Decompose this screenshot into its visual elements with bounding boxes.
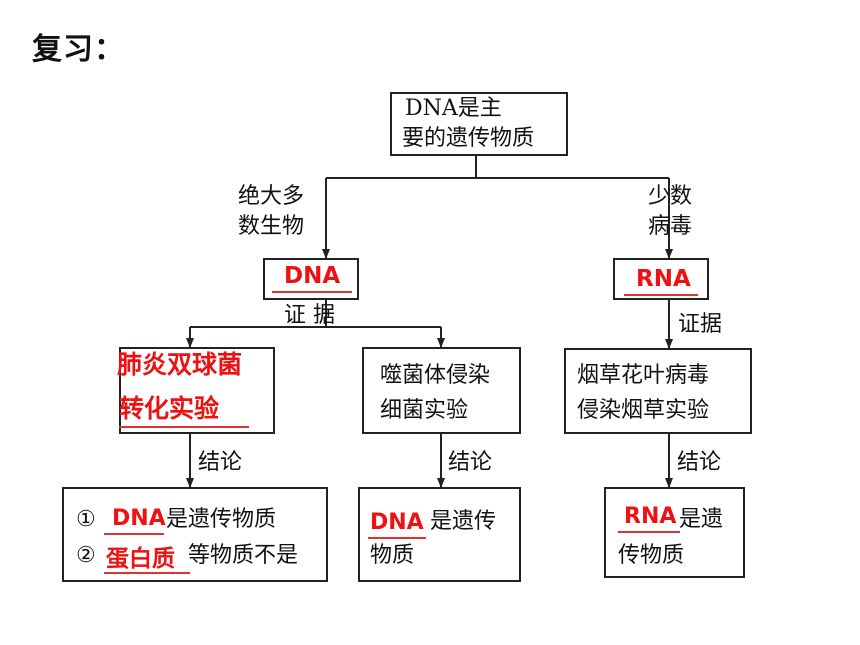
phage-conclusion-underline [368,537,426,539]
pneumococcus-conclusion-text1: 是遗传物质 [166,507,277,532]
conclusion-label-right: 结论 [677,450,722,475]
tmv-conclusion-answer: RNA [624,504,677,529]
tmv-conclusion-underline [618,531,680,533]
evidence-label-left: 证 据 [284,303,335,328]
pneumococcus-conclusion-marker1: ① [76,507,96,532]
phage-conclusion-text2: 物质 [370,543,415,568]
pneumococcus-experiment-underline [119,426,249,428]
evidence-label-right: 证据 [678,312,723,337]
pneumococcus-experiment-line1: 肺炎双球菌 [117,350,243,379]
pneumococcus-experiment-line2: 转化实验 [119,394,220,423]
pneumococcus-conclusion-answer1: DNA [112,506,166,531]
conclusion-label-middle: 结论 [448,450,493,475]
right-branch-line1: 少数 [648,184,693,209]
left-branch-line2: 数生物 [238,214,305,239]
tmv-conclusion-text1: 是遗 [679,507,724,532]
dna-answer: DNA [284,263,341,289]
phage-experiment-line1: 噬菌体侵染 [380,363,491,388]
phage-conclusion-text1: 是遗传 [430,509,497,534]
rna-answer-underline [624,294,698,296]
phage-experiment-box [362,347,521,434]
pneumococcus-conclusion-underline1 [104,533,164,535]
pneumococcus-experiment-box [119,347,275,434]
phage-conclusion-box [358,487,521,582]
dna-answer-underline [272,291,352,293]
pneumococcus-conclusion-box [62,487,328,582]
root-line2: 要的遗传物质 [402,126,535,151]
rna-answer: RNA [636,266,691,292]
page-title: 复习： [32,32,125,67]
left-branch-line1: 绝大多 [238,184,305,209]
root-box [390,92,568,156]
dna-box [263,258,359,300]
pneumococcus-conclusion-underline2 [104,572,190,574]
root-line1: DNA是主 [405,96,502,121]
phage-conclusion-answer: DNA [370,510,424,535]
tmv-experiment-line2: 侵染烟草实验 [577,398,710,423]
tmv-conclusion-text2: 传物质 [618,543,685,568]
tmv-experiment-box [564,348,752,434]
tmv-experiment-line1: 烟草花叶病毒 [577,363,710,388]
pneumococcus-conclusion-marker2: ② [76,543,96,568]
pneumococcus-conclusion-text2: 等物质不是 [188,543,299,568]
conclusion-label-left: 结论 [198,450,243,475]
right-branch-line2: 病毒 [648,214,693,239]
rna-box [613,258,709,300]
phage-experiment-line2: 细菌实验 [380,398,469,423]
pneumococcus-conclusion-answer2: 蛋白质 [106,546,175,572]
